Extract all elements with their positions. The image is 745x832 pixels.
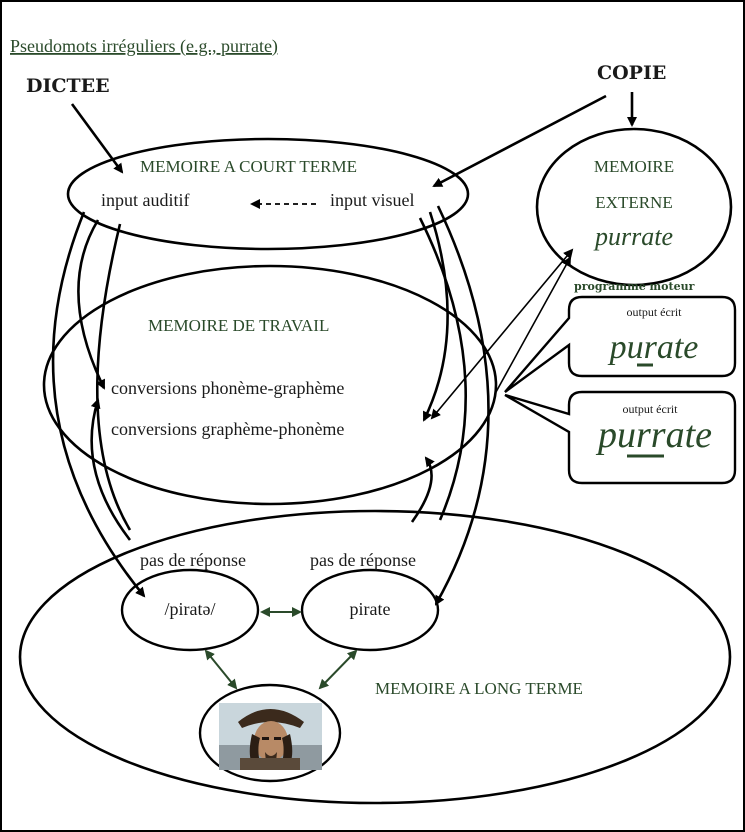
dictee-arrow — [70, 103, 124, 174]
visual-input-label: input visuel — [330, 190, 415, 210]
long-term-to-gp-return-arrow — [410, 456, 435, 523]
working-memory-label: MEMOIRE DE TRAVAIL — [148, 316, 329, 335]
written-output-label-2: output écrit — [623, 402, 679, 416]
no-response-label-1: pas de réponse — [140, 550, 246, 570]
external-memory-line1: MEMOIRE — [594, 157, 674, 176]
long-term-to-pg-return-arrow — [90, 398, 132, 541]
orthographic-lexicon-ellipse — [300, 568, 440, 652]
external-memory-line2: EXTERNE — [595, 193, 672, 212]
phonological-form-label: /piratə/ — [165, 599, 216, 619]
diagram-title: Pseudomots irréguliers (e.g., purrate) — [10, 36, 278, 57]
phoneme-grapheme-label: conversions phonème-graphème — [111, 378, 344, 398]
short-term-memory-ellipse — [66, 137, 470, 251]
no-response-label-2: pas de réponse — [310, 550, 416, 570]
working-to-external-arrow-2 — [495, 256, 571, 393]
written-output-word-1: purate — [608, 329, 699, 366]
phonological-lexicon-ellipse — [120, 568, 260, 652]
orthographic-semantic-link — [318, 649, 358, 690]
long-term-memory-ellipse — [18, 509, 732, 805]
written-output-label-1: output écrit — [627, 305, 683, 319]
dictee-label: DICTEE — [26, 75, 110, 97]
external-memory-ellipse — [535, 127, 733, 287]
long-term-memory-label: MEMOIRE A LONG TERME — [375, 679, 583, 698]
copie-label: COPIE — [597, 62, 666, 84]
written-output-word-2: purrate — [595, 414, 712, 456]
grapheme-phoneme-label: conversions graphème-phonème — [111, 419, 344, 439]
copie-to-visual-arrow — [432, 94, 607, 188]
external-memory-word: purrate — [593, 222, 673, 251]
motor-program-label: programme moteur — [574, 280, 695, 293]
pirate-portrait-image — [219, 703, 322, 770]
auditory-to-pg-arrow — [77, 219, 106, 390]
phonological-semantic-link — [204, 649, 238, 690]
orthographic-form-label: pirate — [350, 599, 391, 619]
auditory-to-phonological-arrow — [51, 211, 146, 598]
working-to-external-arrow — [430, 248, 574, 420]
short-term-memory-label: MEMOIRE A COURT TERME — [140, 157, 357, 176]
auditory-input-label: input auditif — [101, 190, 190, 210]
